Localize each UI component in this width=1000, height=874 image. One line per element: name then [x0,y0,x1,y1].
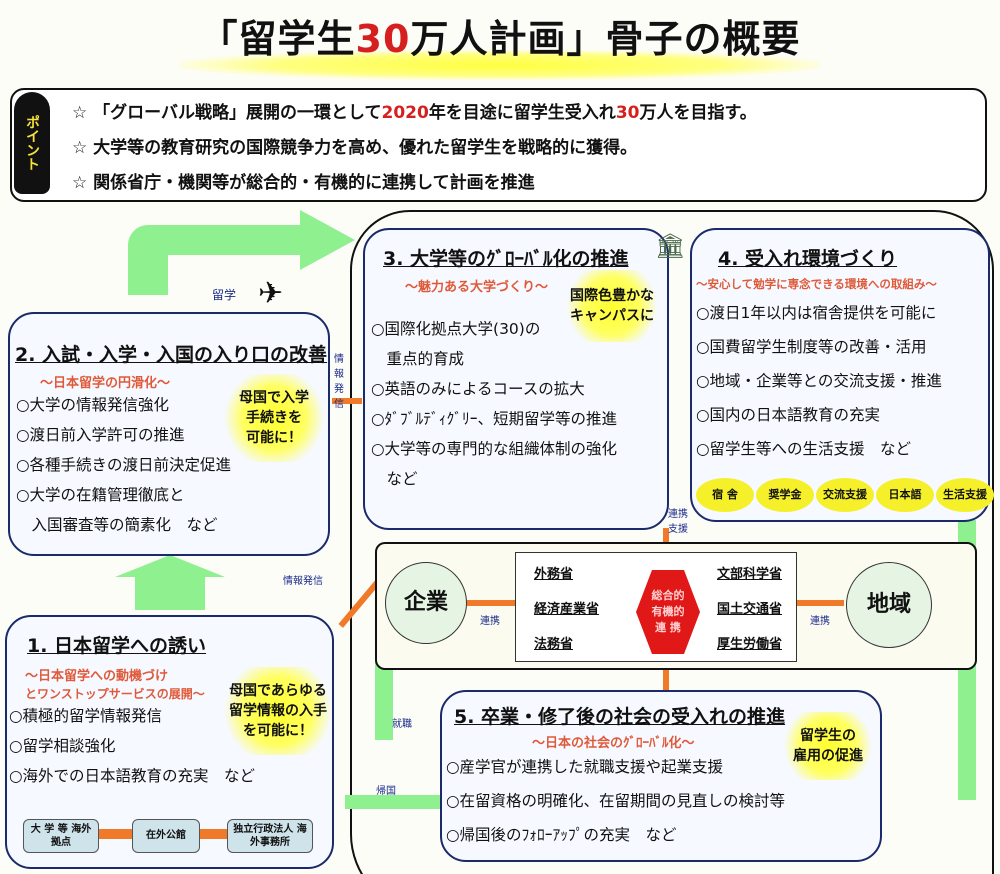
list-item: 重点的育成 [371,350,465,368]
green-arrow-box1-to-box2 [135,575,205,610]
list-item: ○地域・企業等との交流支援・推進 [696,372,942,390]
label-renkei-shien: 連携支援 [668,509,688,535]
list-item: ○英語のみによるコースの拡大 [371,380,585,398]
section-5-box: 5. 卒業・修了後の社会の受入れの推進 ～日本の社会のｸﾞﾛｰﾊﾞﾙ化～ ○産学… [440,690,882,862]
label-joho-2: 情報発信 [283,576,323,587]
list-item: ○大学の情報発信強化 [16,396,170,414]
section-1-subtitle-2: とワンストップサービスの展開～ [25,687,205,701]
section-2-box: 2. 入試・入学・入国の入り口の改善 ～日本留学の円滑化～ ○大学の情報発信強化… [8,312,330,556]
green-arrow-head-icon [300,210,355,270]
campus-icon: 🏛 [655,232,686,260]
label-joho-1: 情報発信 [334,354,344,410]
ministry: 文部科学省 [716,567,782,582]
point-line-3: ☆ 関係省庁・機関等が総合的・有機的に連携して計画を推進 [72,173,535,193]
list-item: など [371,470,418,488]
orange-arrow-to-box5 [663,655,669,690]
list-item: ○大学の在籍管理徹底と [16,486,185,504]
list-item: ○在留資格の明確化、在留期間の見直しの検討等 [446,792,786,810]
section-5-subtitle: ～日本の社会のｸﾞﾛｰﾊﾞﾙ化～ [532,736,695,751]
point-box [10,88,987,202]
orange-arrow-left [467,600,515,606]
point-badge: ポイント [14,92,50,194]
section-1-box: 1. 日本留学への誘い ～日本留学への動機づけ とワンストップサービスの展開～ … [5,615,339,869]
ministry: 厚生労働省 [716,637,782,652]
section-3-heading: 3. 大学等のｸﾞﾛｰﾊﾞﾙ化の推進 [383,248,629,270]
list-item: ○積極的留学情報発信 [9,707,163,725]
ministry: 法務省 [534,637,574,652]
list-item: ○ﾀﾞﾌﾞﾙﾃﾞｨｸﾞﾘｰ、短期留学等の推進 [371,410,618,428]
pill-japanese: 日本語 [876,478,934,512]
orange-arrow-to-box2 [332,398,362,404]
green-arrow-employment [375,650,393,740]
section-3-box: 3. 大学等のｸﾞﾛｰﾊﾞﾙ化の推進 ～魅力ある大学づくり～ ○国際化拠点大学(… [363,228,669,530]
section-1-heading: 1. 日本留学への誘い [27,635,207,657]
section-3-items: ○国際化拠点大学(30)の 重点的育成 ○英語のみによるコースの拡大 ○ﾀﾞﾌﾞ… [371,314,617,494]
section-1-subtitle-1: ～日本留学への動機づけ [25,669,169,684]
label-ryugaku: 留学 [212,288,237,302]
section-2-heading: 2. 入試・入学・入国の入り口の改善 [15,344,328,366]
green-arrow-body [128,225,308,255]
ministry: 国土交通省 [716,602,782,617]
page-title: 「留学生30万人計画」骨子の概要 [199,17,801,61]
airplane-icon: ✈ [258,276,284,311]
list-item: ○国内の日本語教育の充実 [696,406,881,424]
list-item: ○帰国後のﾌｫﾛｰｱｯﾌﾟの充実 など [446,826,677,844]
list-item: ○国費留学生制度等の改善・活用 [696,338,927,356]
section-1-burst: 母国であらゆる留学情報の入手を可能に！ [217,667,339,755]
section-4-items: ○渡日1年以内は宿舎提供を可能に ○国費留学生制度等の改善・活用 ○地域・企業等… [696,296,942,466]
section-2-subtitle: ～日本留学の円滑化～ [40,376,171,391]
pill-living: 生活支援 [936,478,994,512]
section-5-heading: 5. 卒業・修了後の社会の受入れの推進 [454,706,786,728]
green-arrow-up-icon [115,555,225,577]
list-item: ○留学相談強化 [9,737,116,755]
label-renkei-right: 連携 [810,616,830,627]
title-highlight [180,50,820,80]
ministry: 外務省 [534,567,574,582]
section-1-items: ○積極的留学情報発信 ○留学相談強化 ○海外での日本語教育の充実 など [9,701,255,791]
orange-arrow-right [796,600,844,606]
region-circle: 地域 [846,562,932,648]
label-renkei-left: 連携 [480,616,500,627]
outer-outline [350,210,994,874]
list-item: ○各種手続きの渡日前決定促進 [16,456,232,474]
label-kikoku: 帰国 [376,786,396,797]
org-university-overseas: 大 学 等 海外拠点 [23,819,99,853]
org-embassy: 在外公館 [132,819,200,853]
org-iai-overseas-office: 独立行政法人 海外事務所 [227,819,313,853]
section-3-burst: 国際色豊かなキャンパスに [560,270,664,342]
list-item: ○留学生等への生活支援 など [696,440,912,458]
point-line-1: ☆ 「グローバル戦略」展開の一環として2020年を目途に留学生受入れ30万人を目… [72,103,757,123]
integration-hexagon: 総合的有機的連 携 [636,570,700,654]
pill-housing: 宿 舎 [696,478,754,512]
section-2-burst: 母国で入学手続きを可能に！ [220,374,328,462]
section-3-subtitle: ～魅力ある大学づくり～ [405,280,549,295]
list-item: ○海外での日本語教育の充実 など [9,767,256,785]
ministry: 経済産業省 [534,602,600,617]
pill-scholarship: 奨学金 [756,478,814,512]
list-item: ○大学等の専門的な組織体制の強化 [371,440,618,458]
section-4-box: 4. 受入れ環境づくり ～安心して勉学に専念できる環境への取組み～ ○渡日1年以… [690,228,994,522]
point-line-2: ☆ 大学等の教育研究の国際競争力を高め、優れた留学生を戦略的に獲得。 [72,138,638,158]
section-5-burst: 留学生の雇用の促進 [777,712,879,780]
green-arrow-return [345,795,440,809]
label-shushoku: 就職 [392,719,412,730]
pill-exchange: 交流支援 [816,478,874,512]
list-item: ○産学官が連携した就職支援や起業支援 [446,758,724,776]
list-item: ○渡日前入学許可の推進 [16,426,185,444]
section-4-heading: 4. 受入れ環境づくり [718,248,898,270]
section-5-items: ○産学官が連携した就職支援や起業支援 ○在留資格の明確化、在留期間の見直しの検討… [446,750,785,852]
list-item: ○国際化拠点大学(30)の [371,320,541,338]
section-4-subtitle: ～安心して勉学に専念できる環境への取組み～ [696,277,937,291]
list-item: 入国審査等の簡素化 など [16,516,218,534]
list-item: ○渡日1年以内は宿舎提供を可能に [696,304,937,322]
section-4-pills: 宿 舎奨学金交流支援日本語生活支援 [696,478,996,512]
company-circle: 企業 [385,562,467,644]
section-2-items: ○大学の情報発信強化 ○渡日前入学許可の推進 ○各種手続きの渡日前決定促進 ○大… [16,390,231,540]
